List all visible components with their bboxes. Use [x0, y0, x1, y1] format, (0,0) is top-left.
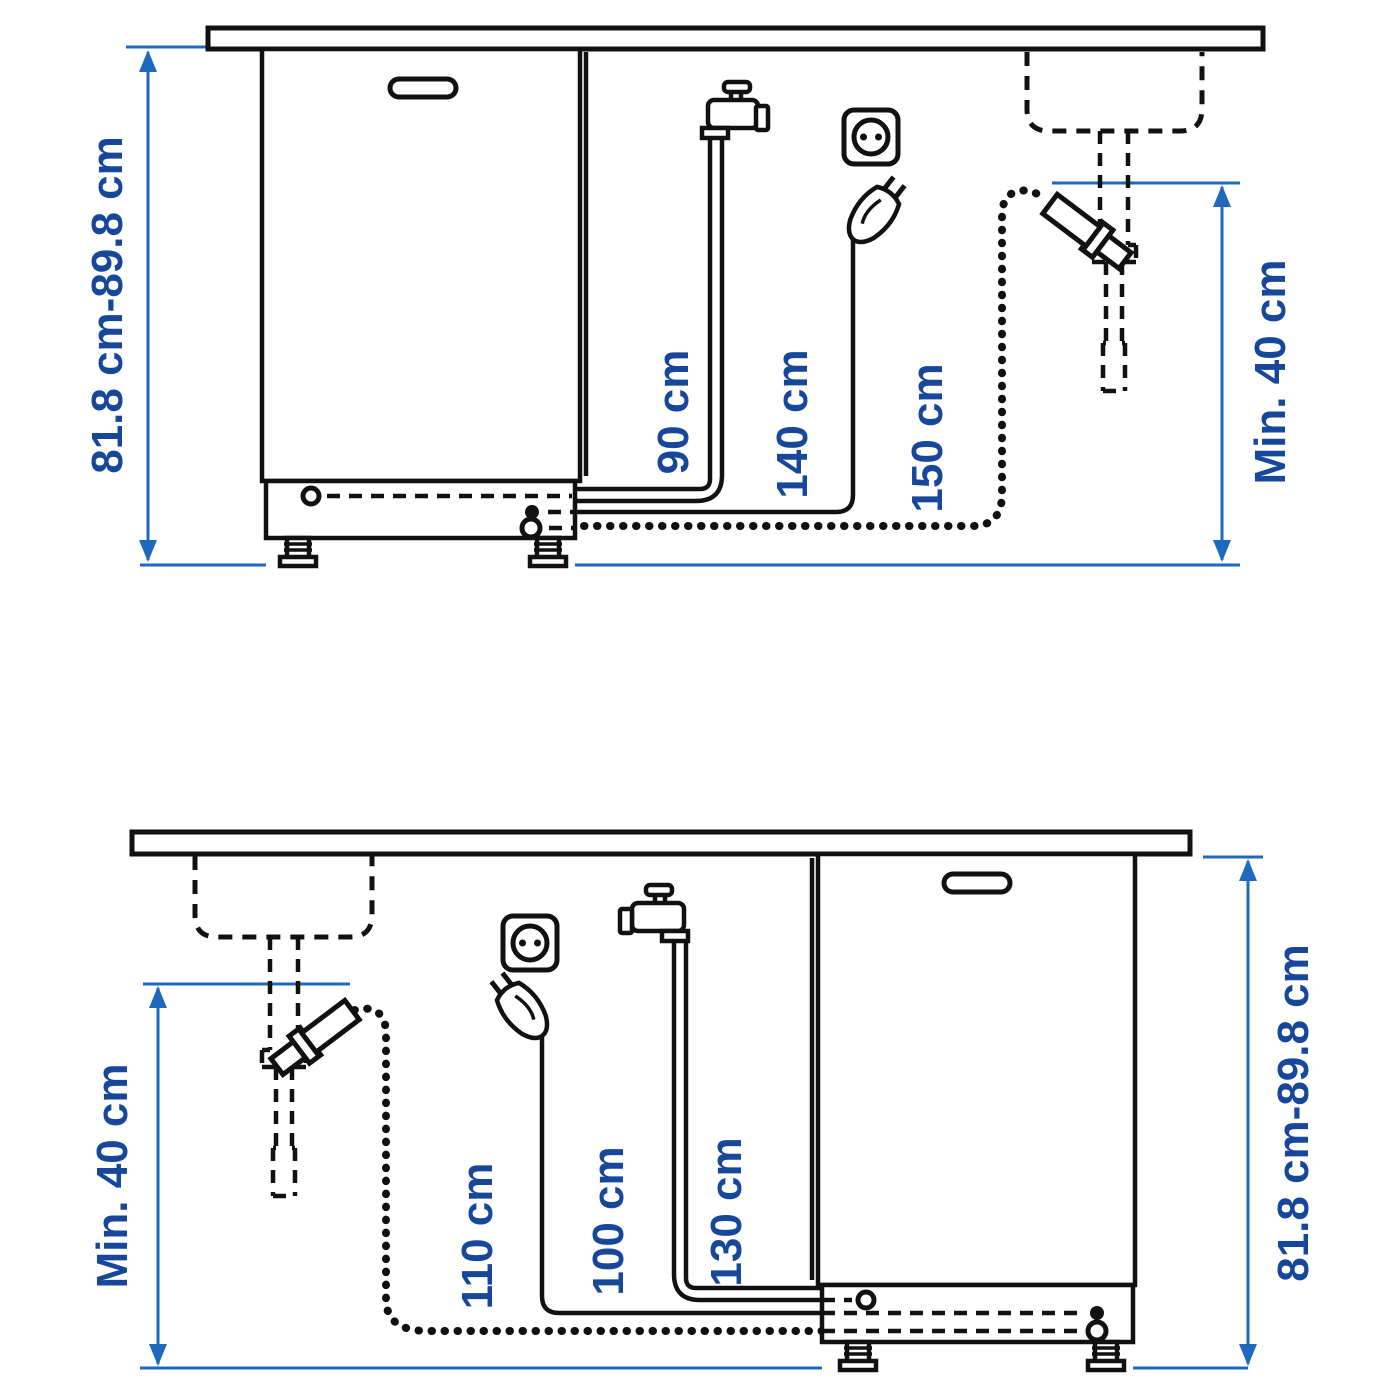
sink-icon: [192, 856, 375, 940]
outlet-icon: [841, 107, 901, 167]
dishwasher: [259, 46, 589, 569]
plug-icon: [489, 971, 550, 1041]
dimension-min-40-right: [1052, 181, 1240, 562]
power-cord: [539, 1035, 822, 1316]
countertop: [205, 25, 1266, 52]
supply-hose-length-label: 90 cm: [649, 350, 698, 475]
drain-hose-length-label: 110 cm: [453, 1163, 502, 1310]
drain-connection: [519, 516, 543, 540]
drain-hose-coil: [580, 186, 1050, 530]
sink-icon: [1024, 52, 1205, 134]
water-inlet-connection: [855, 1289, 877, 1311]
supply-hose-length-label: 130 cm: [702, 1137, 751, 1286]
drain-hose-coil: [344, 1004, 826, 1335]
water-supply-hose: [671, 938, 822, 1303]
drain-hose-length-label: 150 cm: [903, 363, 952, 512]
faucet-icon: [617, 882, 691, 944]
cabinet-height-label: 81.8 cm-89.8 cm: [1269, 944, 1318, 1282]
min-drain-height-label: Min. 40 cm: [1246, 260, 1295, 485]
leveling-foot: [837, 1339, 879, 1373]
dishwasher-door: [815, 851, 1138, 1288]
countertop: [129, 829, 1193, 857]
drain-spigot: [267, 996, 363, 1079]
drain-connection: [1085, 1319, 1109, 1343]
dishwasher-door: [259, 46, 583, 484]
dimension-min-40-left: [143, 982, 350, 1366]
power-cord-length-label: 100 cm: [584, 1146, 633, 1295]
door-handle: [941, 871, 1013, 895]
power-connection: [1090, 1306, 1104, 1320]
water-supply-hose: [575, 132, 725, 504]
power-cord-length-label: 140 cm: [768, 349, 817, 498]
faucet-icon: [699, 79, 771, 141]
plug-icon: [846, 175, 907, 245]
dimension-cabinet-height-left: [126, 45, 266, 567]
dishwasher: [809, 851, 1138, 1373]
top-diagram: 81.8 cm-89.8 cm 90 cm 140 cm 150 cm Min.…: [83, 25, 1295, 569]
min-drain-height-label: Min. 40 cm: [88, 1064, 137, 1289]
door-handle: [387, 76, 459, 100]
leveling-foot: [1085, 1339, 1127, 1373]
dimension-cabinet-height-right: [1203, 855, 1263, 1366]
cabinet-height-label: 81.8 cm-89.8 cm: [83, 136, 132, 474]
bottom-diagram: Min. 40 cm 110 cm 100 cm 130 cm 81.8 cm-…: [88, 829, 1318, 1373]
power-cord: [575, 240, 856, 515]
leveling-foot: [527, 535, 569, 569]
drain-spigot: [1039, 190, 1135, 273]
water-inlet-connection: [300, 485, 322, 507]
outlet-icon: [500, 913, 560, 973]
leveling-foot: [277, 535, 319, 569]
power-connection: [525, 505, 539, 519]
